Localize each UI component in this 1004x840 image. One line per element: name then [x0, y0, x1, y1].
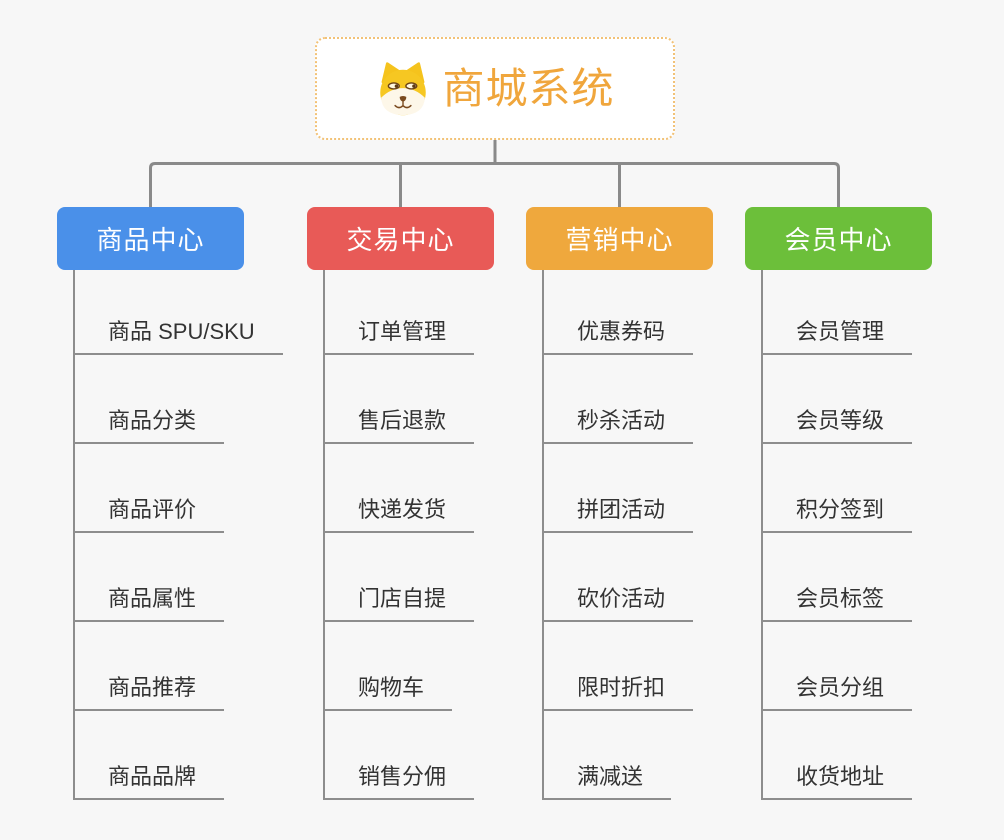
- branch-label: 营销中心: [565, 225, 674, 255]
- root-node[interactable]: 商城系统: [315, 37, 675, 140]
- leaf-label: 会员管理: [796, 319, 885, 344]
- leaf-node-limited-time-discount[interactable]: 限时折扣: [544, 622, 694, 711]
- leaf-label: 商品 SPU/SKU: [108, 319, 255, 344]
- leaf-label: 商品评价: [108, 497, 197, 522]
- root-title: 商城系统: [442, 64, 615, 112]
- leaf-node-flash-sale[interactable]: 秒杀活动: [544, 355, 694, 444]
- branch-children-member: 会员管理 会员等级 积分签到 会员标签 会员分组 收货地址: [761, 270, 913, 800]
- leaf-node-express-delivery[interactable]: 快递发货: [325, 444, 475, 533]
- leaf-node-store-pickup[interactable]: 门店自提: [325, 533, 475, 622]
- leaf-node-product-brand[interactable]: 商品品牌: [75, 711, 225, 800]
- branch-node-product-center[interactable]: 商品中心: [57, 207, 244, 270]
- branch-label: 交易中心: [346, 225, 455, 255]
- branch-children-marketing: 优惠券码 秒杀活动 拼团活动 砍价活动 限时折扣 满减送: [542, 270, 694, 800]
- leaf-label: 订单管理: [358, 319, 447, 344]
- leaf-label: 秒杀活动: [577, 408, 666, 433]
- leaf-node-member-group[interactable]: 会员分组: [763, 622, 913, 711]
- leaf-node-group-buy[interactable]: 拼团活动: [544, 444, 694, 533]
- leaf-label: 售后退款: [358, 408, 447, 433]
- branch-children-product: 商品 SPU/SKU 商品分类 商品评价 商品属性 商品推荐 商品品牌: [73, 270, 283, 800]
- leaf-label: 拼团活动: [577, 497, 666, 522]
- leaf-label: 门店自提: [358, 586, 447, 611]
- leaf-node-coupon-code[interactable]: 优惠券码: [544, 270, 694, 355]
- leaf-node-aftersale-refund[interactable]: 售后退款: [325, 355, 475, 444]
- leaf-label: 购物车: [358, 675, 425, 700]
- leaf-node-bargain-activity[interactable]: 砍价活动: [544, 533, 694, 622]
- leaf-node-product-review[interactable]: 商品评价: [75, 444, 225, 533]
- leaf-node-product-category[interactable]: 商品分类: [75, 355, 225, 444]
- leaf-label: 收货地址: [796, 764, 885, 789]
- dog-face-icon: [375, 61, 431, 117]
- leaf-node-sales-commission[interactable]: 销售分佣: [325, 711, 475, 800]
- leaf-label: 满减送: [577, 764, 644, 789]
- leaf-node-member-tag[interactable]: 会员标签: [763, 533, 913, 622]
- leaf-label: 积分签到: [796, 497, 885, 522]
- leaf-node-shipping-address[interactable]: 收货地址: [763, 711, 913, 800]
- leaf-label: 商品推荐: [108, 675, 197, 700]
- branch-rail-line: [149, 162, 840, 207]
- leaf-node-shopping-cart[interactable]: 购物车: [325, 622, 453, 711]
- leaf-node-member-management[interactable]: 会员管理: [763, 270, 913, 355]
- leaf-label: 销售分佣: [358, 764, 447, 789]
- leaf-label: 优惠券码: [577, 319, 666, 344]
- leaf-label: 商品品牌: [108, 764, 197, 789]
- leaf-label: 商品分类: [108, 408, 197, 433]
- branch-node-trade-center[interactable]: 交易中心: [307, 207, 494, 270]
- leaf-node-product-spu-sku[interactable]: 商品 SPU/SKU: [75, 270, 283, 355]
- leaf-node-full-reduction[interactable]: 满减送: [544, 711, 672, 800]
- leaf-label: 快递发货: [358, 497, 447, 522]
- leaf-label: 会员等级: [796, 408, 885, 433]
- leaf-label: 会员分组: [796, 675, 885, 700]
- branch-label: 商品中心: [96, 225, 205, 255]
- leaf-label: 会员标签: [796, 586, 885, 611]
- branch-node-marketing-center[interactable]: 营销中心: [526, 207, 713, 270]
- branch-node-member-center[interactable]: 会员中心: [745, 207, 932, 270]
- leaf-label: 商品属性: [108, 586, 197, 611]
- leaf-node-order-management[interactable]: 订单管理: [325, 270, 475, 355]
- branch-children-trade: 订单管理 售后退款 快递发货 门店自提 购物车 销售分佣: [323, 270, 475, 800]
- leaf-node-product-recommend[interactable]: 商品推荐: [75, 622, 225, 711]
- leaf-node-member-level[interactable]: 会员等级: [763, 355, 913, 444]
- leaf-label: 砍价活动: [577, 586, 666, 611]
- branch-label: 会员中心: [784, 225, 893, 255]
- leaf-node-product-attribute[interactable]: 商品属性: [75, 533, 225, 622]
- leaf-label: 限时折扣: [577, 675, 666, 700]
- leaf-node-points-checkin[interactable]: 积分签到: [763, 444, 913, 533]
